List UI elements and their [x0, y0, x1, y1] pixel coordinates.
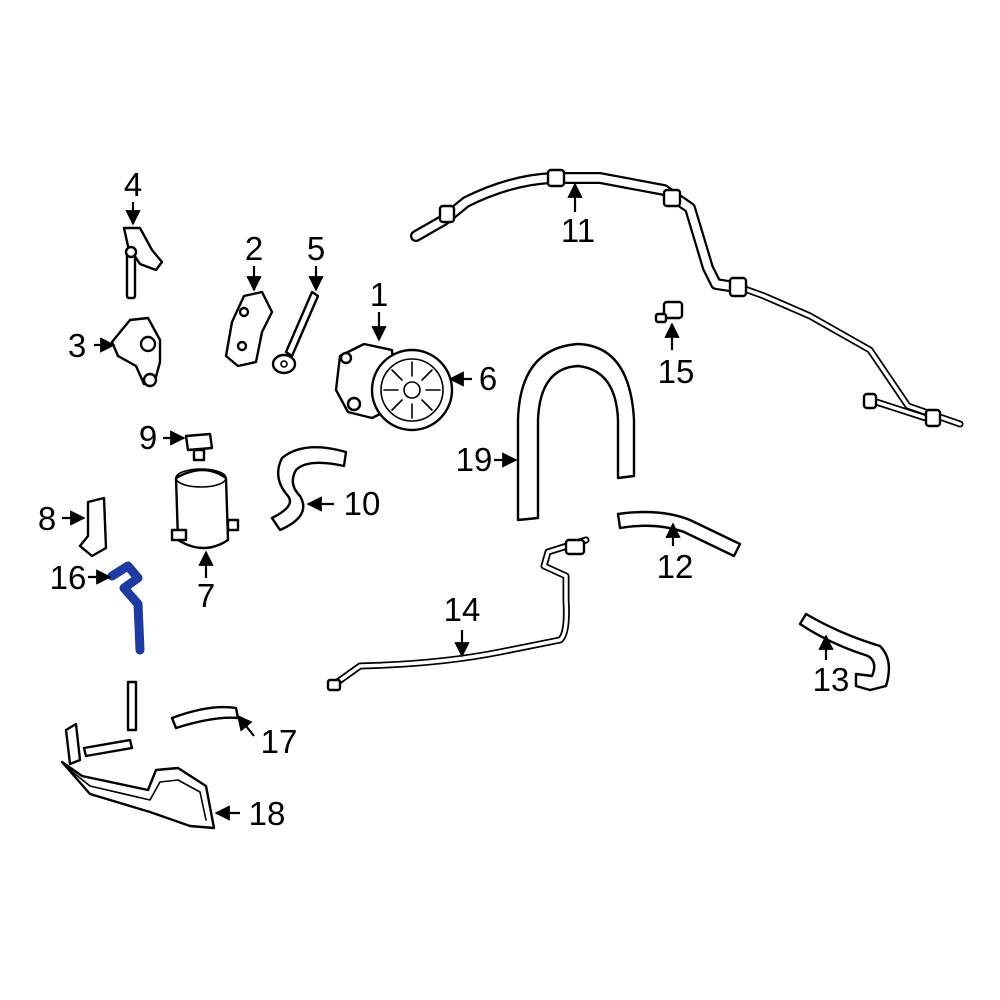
- part-7-reservoir[interactable]: [170, 468, 240, 550]
- callout-2[interactable]: 2: [245, 230, 263, 267]
- callout-1[interactable]: 1: [370, 276, 388, 313]
- part-16-tube[interactable]: [107, 561, 145, 655]
- part-3-mount-bracket[interactable]: [110, 316, 162, 388]
- callout-19[interactable]: 19: [456, 441, 493, 478]
- callout-labels: 1 2 3 4 5 6 7 8 9 10 11 12 13 14 15 16 1…: [38, 166, 850, 832]
- leader-lines: [62, 182, 834, 821]
- callout-16[interactable]: 16: [50, 559, 87, 596]
- callout-13[interactable]: 13: [813, 661, 850, 698]
- part-19-belt[interactable]: [516, 342, 636, 522]
- callout-17[interactable]: 17: [261, 723, 298, 760]
- part-12-return-hose[interactable]: [616, 510, 742, 558]
- callout-10[interactable]: 10: [344, 485, 381, 522]
- part-9-reservoir-cap[interactable]: [184, 432, 214, 462]
- part-5-adjuster-rod[interactable]: [271, 290, 320, 375]
- part-18-line-assembly[interactable]: [60, 680, 216, 830]
- part-14-pressure-line[interactable]: [326, 536, 590, 692]
- callout-4[interactable]: 4: [124, 166, 142, 203]
- callout-7[interactable]: 7: [197, 577, 215, 614]
- callout-11[interactable]: 11: [561, 212, 595, 249]
- callout-18[interactable]: 18: [249, 795, 286, 832]
- part-15-pressure-switch[interactable]: [654, 300, 684, 324]
- part-4-bracket[interactable]: [122, 226, 164, 300]
- part-17-hose[interactable]: [170, 705, 240, 730]
- part-6-pulley[interactable]: [370, 348, 454, 432]
- part-11-pressure-hose[interactable]: [410, 168, 964, 428]
- part-10-hose[interactable]: [270, 446, 348, 532]
- callout-3[interactable]: 3: [68, 327, 86, 364]
- callout-14[interactable]: 14: [444, 591, 481, 628]
- part-13-hose[interactable]: [798, 612, 891, 692]
- part-8-bracket[interactable]: [78, 496, 108, 558]
- callout-9[interactable]: 9: [139, 419, 157, 456]
- callout-6[interactable]: 6: [479, 360, 497, 397]
- callout-5[interactable]: 5: [307, 230, 325, 267]
- part-2-bracket[interactable]: [224, 290, 274, 368]
- callout-12[interactable]: 12: [657, 548, 694, 585]
- callout-8[interactable]: 8: [38, 500, 56, 537]
- callout-15[interactable]: 15: [658, 353, 695, 390]
